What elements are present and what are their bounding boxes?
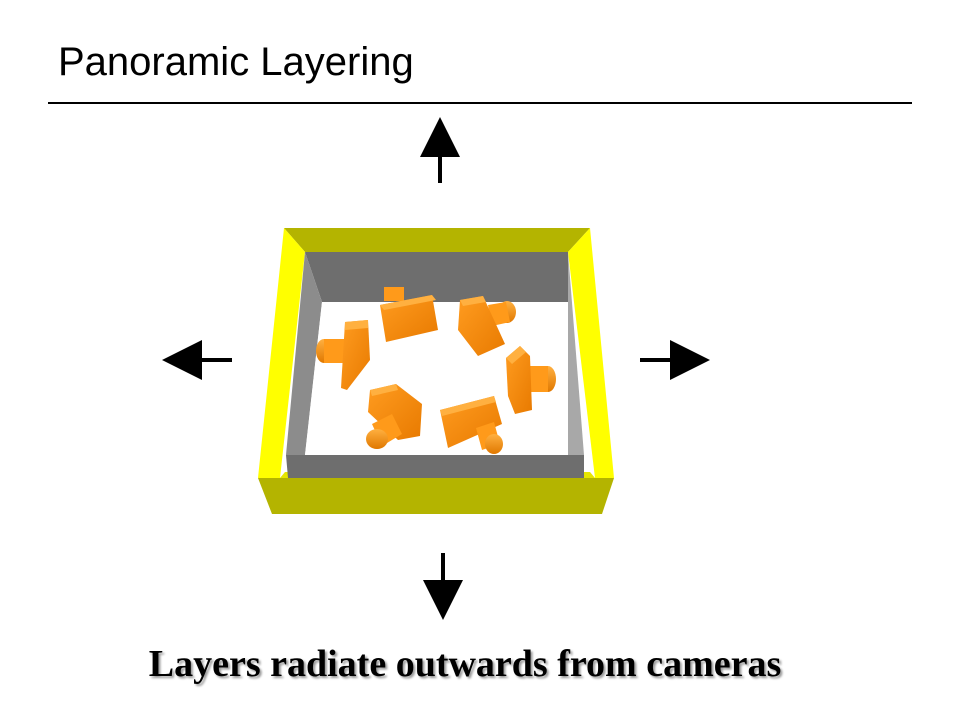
camera-1: [380, 287, 438, 342]
arrows: [162, 117, 710, 620]
frame-back-wall: [284, 228, 590, 252]
camera-2: [458, 296, 516, 356]
inner-layer: [286, 252, 584, 478]
inner-right-wall: [568, 252, 584, 455]
camera-4: [506, 346, 556, 414]
camera-6: [440, 396, 503, 454]
title-divider: [48, 102, 912, 104]
inner-left-wall: [286, 252, 322, 455]
inner-back-wall: [305, 252, 568, 302]
frame-right-wall: [568, 228, 614, 478]
slide-caption: Layers radiate outwards from cameras: [148, 643, 782, 685]
slide-title: Panoramic Layering: [58, 40, 414, 84]
camera-5: [366, 384, 422, 449]
inner-front-wall: [286, 455, 584, 478]
camera-3: [316, 320, 370, 390]
frame-left-wall: [258, 228, 305, 478]
cameras: [316, 287, 556, 454]
frame-front-wall: [258, 478, 614, 514]
